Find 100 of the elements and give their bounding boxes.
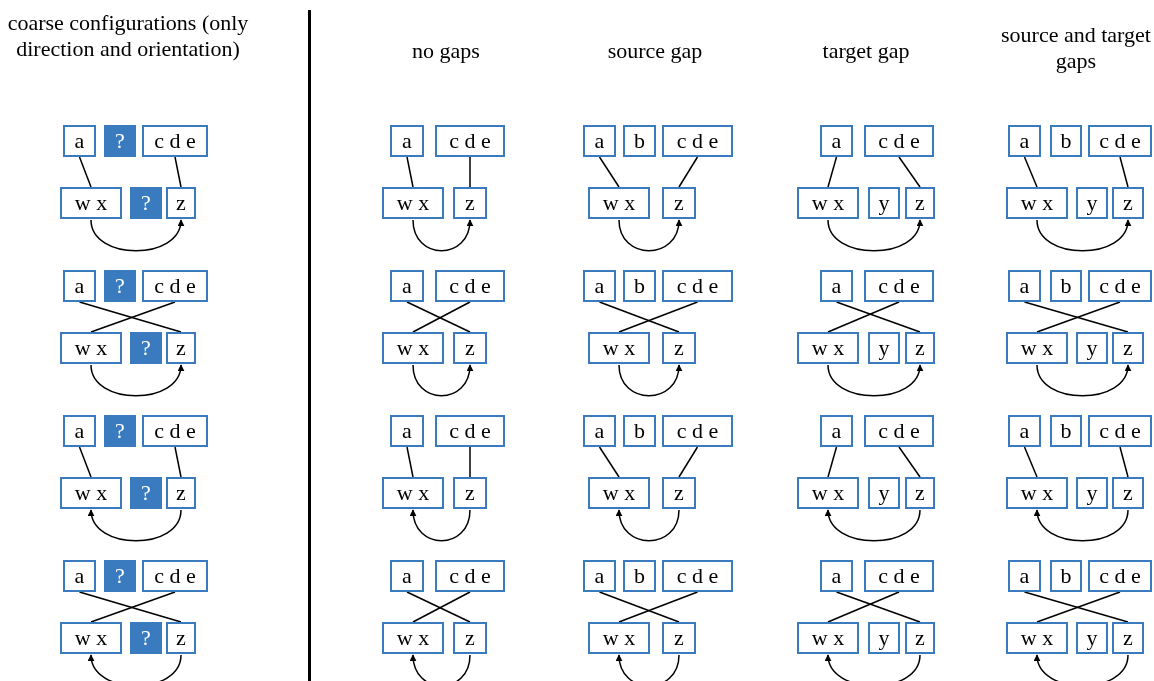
- token-box: w x: [797, 187, 859, 219]
- token-box: w x: [60, 187, 122, 219]
- curved-arrow: [88, 654, 182, 681]
- token-box: a: [390, 270, 424, 302]
- curved-arrow: [825, 509, 921, 542]
- token-box: c d e: [435, 270, 505, 302]
- curved-arrow: [410, 654, 471, 681]
- token-box: a: [390, 560, 424, 592]
- token-box: c d e: [662, 415, 733, 447]
- link-line: [827, 446, 838, 478]
- token-box: w x: [1006, 332, 1068, 364]
- token-box: b: [623, 125, 656, 157]
- token-box: z: [662, 187, 696, 219]
- token-box: z: [453, 477, 487, 509]
- token-box: w x: [382, 187, 444, 219]
- curved-arrow: [1034, 654, 1129, 681]
- token-box: z: [662, 477, 696, 509]
- curved-arrow: [90, 364, 184, 397]
- token-box: a: [390, 125, 424, 157]
- token-box: a: [63, 125, 96, 157]
- curved-arrow: [412, 364, 473, 397]
- link-line: [827, 301, 900, 333]
- token-box: c d e: [142, 270, 208, 302]
- token-box: a: [1008, 125, 1041, 157]
- token-box: z: [166, 477, 196, 509]
- token-box: z: [166, 187, 196, 219]
- token-box: w x: [797, 332, 859, 364]
- token-box: w x: [60, 477, 122, 509]
- token-box: c d e: [1088, 560, 1152, 592]
- curved-arrow: [827, 364, 923, 397]
- token-box: z: [905, 622, 935, 654]
- link-line: [1036, 301, 1121, 333]
- token-box: w x: [1006, 622, 1068, 654]
- unknown-token-box: ?: [130, 477, 162, 509]
- unknown-token-box: ?: [104, 415, 136, 447]
- token-box: b: [1050, 415, 1082, 447]
- token-box: a: [63, 270, 96, 302]
- token-box: c d e: [864, 560, 934, 592]
- token-box: b: [1050, 560, 1082, 592]
- column-heading: source gap: [606, 38, 704, 64]
- link-line: [406, 446, 414, 478]
- token-box: b: [1050, 270, 1082, 302]
- token-box: z: [166, 622, 196, 654]
- token-box: w x: [797, 477, 859, 509]
- token-box: b: [623, 415, 656, 447]
- token-box: z: [662, 622, 696, 654]
- token-box: z: [1112, 622, 1144, 654]
- link-line: [898, 446, 921, 478]
- link-line: [469, 156, 471, 188]
- curved-arrow: [88, 509, 182, 542]
- token-box: z: [453, 622, 487, 654]
- link-line: [90, 301, 176, 333]
- token-box: c d e: [662, 125, 733, 157]
- token-box: w x: [60, 332, 122, 364]
- link-line: [1119, 446, 1129, 478]
- link-line: [1023, 591, 1129, 623]
- token-box: c d e: [662, 270, 733, 302]
- token-box: c d e: [435, 415, 505, 447]
- token-box: c d e: [1088, 415, 1152, 447]
- link-line: [78, 446, 92, 478]
- curved-arrow: [1036, 219, 1131, 252]
- token-box: y: [868, 477, 900, 509]
- link-line: [469, 446, 471, 478]
- curved-arrow: [1036, 364, 1131, 397]
- token-box: c d e: [864, 270, 934, 302]
- token-box: z: [662, 332, 696, 364]
- link-line: [835, 301, 921, 333]
- token-box: z: [1112, 332, 1144, 364]
- token-box: w x: [588, 187, 650, 219]
- token-box: a: [583, 270, 616, 302]
- link-line: [678, 156, 699, 188]
- token-box: c d e: [142, 415, 208, 447]
- token-box: w x: [382, 477, 444, 509]
- unknown-token-box: ?: [104, 270, 136, 302]
- token-box: b: [623, 270, 656, 302]
- link-line: [90, 591, 176, 623]
- token-box: b: [1050, 125, 1082, 157]
- token-box: a: [820, 415, 853, 447]
- token-box: y: [1076, 332, 1108, 364]
- curved-arrow: [618, 364, 682, 397]
- token-box: w x: [588, 477, 650, 509]
- token-box: a: [820, 125, 853, 157]
- token-box: a: [583, 560, 616, 592]
- unknown-token-box: ?: [104, 560, 136, 592]
- token-box: c d e: [435, 560, 505, 592]
- token-box: a: [390, 415, 424, 447]
- token-box: c d e: [1088, 125, 1152, 157]
- link-line: [1036, 591, 1121, 623]
- curved-arrow: [410, 509, 471, 542]
- token-box: z: [1112, 477, 1144, 509]
- link-line: [827, 591, 900, 623]
- token-box: w x: [588, 332, 650, 364]
- token-box: w x: [1006, 187, 1068, 219]
- token-box: w x: [797, 622, 859, 654]
- token-box: y: [1076, 477, 1108, 509]
- curved-arrow: [827, 219, 923, 252]
- curved-arrow: [618, 219, 682, 252]
- token-box: c d e: [1088, 270, 1152, 302]
- token-box: z: [453, 187, 487, 219]
- unknown-token-box: ?: [130, 332, 162, 364]
